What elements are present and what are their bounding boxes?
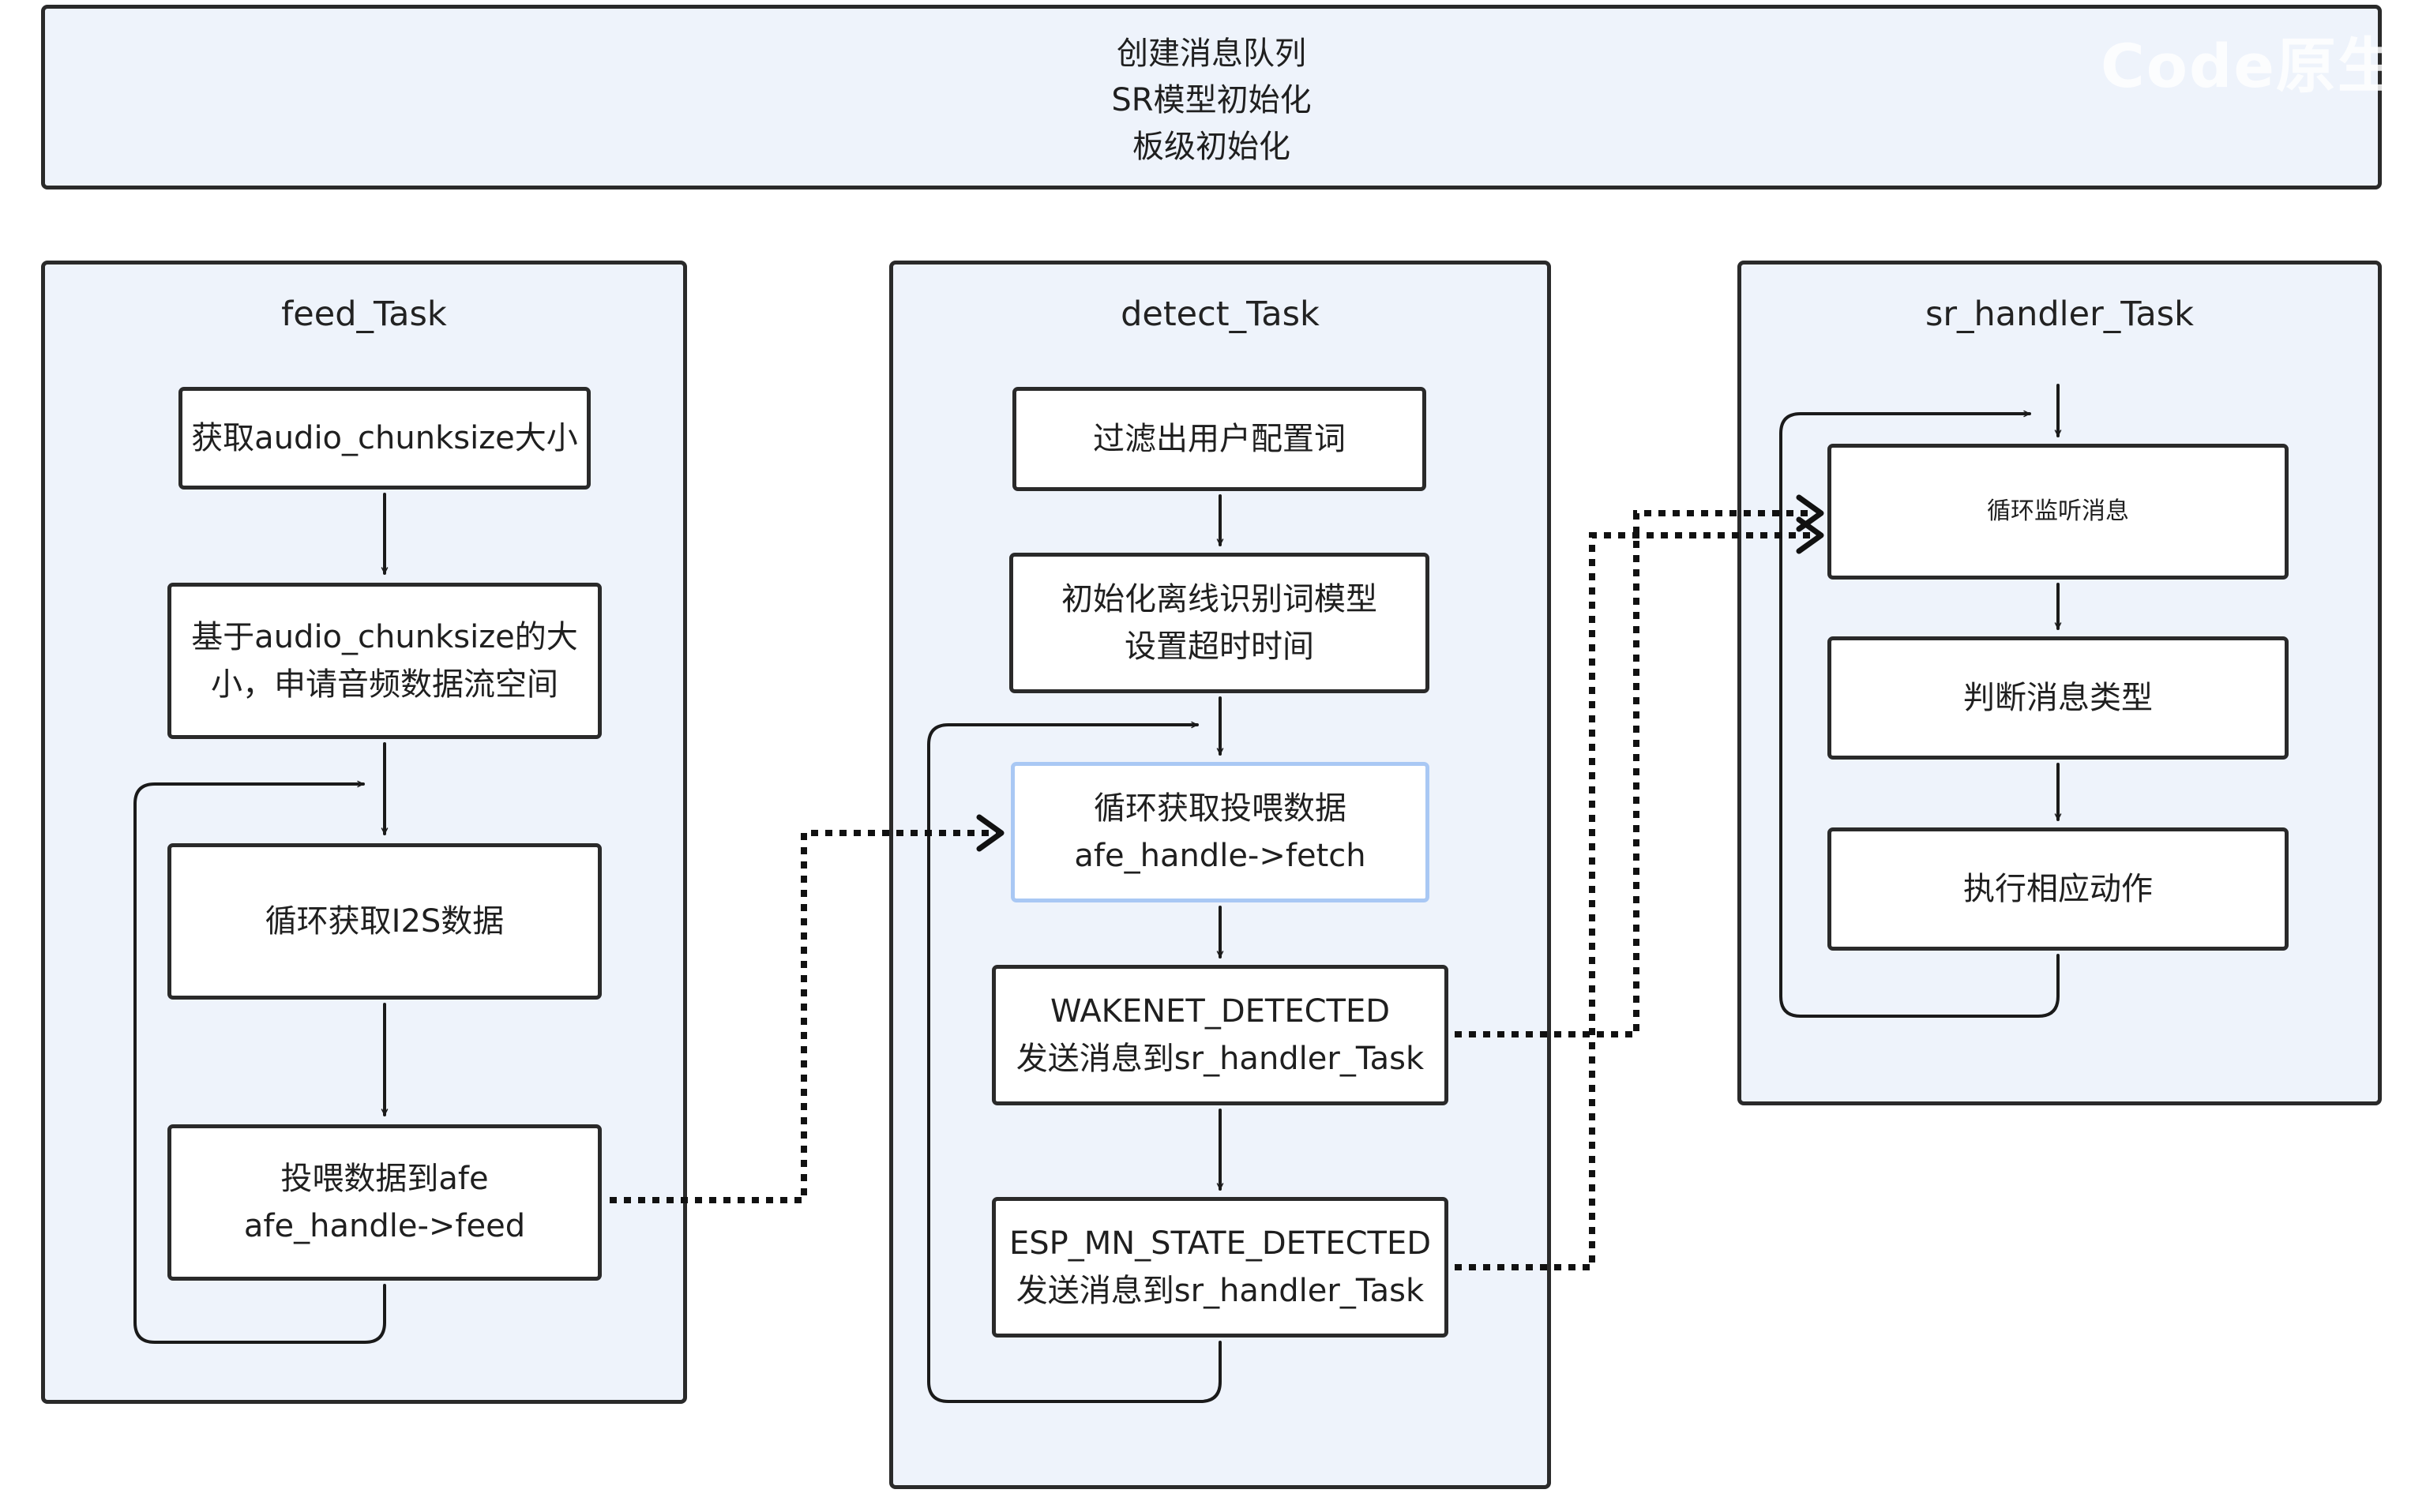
init-lines: 创建消息队列 SR模型初始化 板级初始化 — [45, 31, 2378, 171]
detect-step-1-line-1: 过滤出用户配置词 — [1093, 421, 1346, 457]
detect-step-5-line-1: ESP_MN_STATE_DETECTED — [1008, 1225, 1432, 1262]
sr-step-1-line-1: 循环监听消息 — [1987, 497, 2129, 525]
detect-step-init-model: 初始化离线识别词模型 设置超时时间 — [1009, 553, 1429, 693]
detect-step-3-line-1: 循环获取投喂数据 — [1094, 790, 1346, 827]
detect-loop-back — [927, 725, 1222, 1403]
sr-step-listen-loop: 循环监听消息 — [1827, 444, 2289, 580]
feed-step-4-line-2: afe_handle->feed — [243, 1208, 526, 1244]
detect-step-wakenet: WAKENET_DETECTED 发送消息到sr_handler_Task — [992, 965, 1448, 1105]
sr-loop-back — [1779, 414, 2060, 1018]
detect-step-mn-state: ESP_MN_STATE_DETECTED 发送消息到sr_handler_Ta… — [992, 1197, 1448, 1338]
sr-step-3-line-1: 执行相应动作 — [1963, 871, 2153, 907]
sr-handler-task-title: sr_handler_Task — [1925, 295, 2195, 334]
flow-mn-state-arrowhead — [1796, 516, 1824, 554]
feed-step-4-line-1: 投喂数据到afe — [280, 1161, 489, 1197]
feed-step-loop-i2s: 循环获取I2S数据 — [167, 843, 602, 1000]
flow-mn-state-to-handler — [1455, 532, 1813, 1270]
sr-step-judge-type: 判断消息类型 — [1827, 636, 2289, 760]
flow-wakenet-to-handler — [1455, 510, 1813, 1037]
detect-step-4-line-2: 发送消息到sr_handler_Task — [1016, 1041, 1425, 1077]
detect-step-5-line-2: 发送消息到sr_handler_Task — [1016, 1273, 1425, 1309]
detect-step-2-line-1: 初始化离线识别词模型 — [1061, 581, 1377, 617]
init-line-board: 板级初始化 — [1132, 129, 1290, 165]
init-line-sr-model: SR模型初始化 — [1111, 82, 1312, 118]
feed-loop-back — [133, 784, 386, 1344]
detect-step-4-line-1: WAKENET_DETECTED — [1050, 993, 1391, 1030]
flow-feed-to-fetch — [610, 830, 997, 1203]
init-panel: 创建消息队列 SR模型初始化 板级初始化 — [41, 5, 2382, 189]
flow-feed-to-fetch-arrowhead — [976, 814, 1005, 852]
detect-step-3-line-2: afe_handle->fetch — [1074, 838, 1366, 874]
detect-task-title: detect_Task — [1121, 295, 1320, 334]
feed-step-2-line-2: 小，申请音频数据流空间 — [211, 666, 558, 703]
feed-step-feed-afe: 投喂数据到afe afe_handle->feed — [167, 1124, 602, 1281]
feed-step-2-line-1: 基于audio_chunksize的大 — [191, 619, 578, 655]
sr-step-execute: 执行相应动作 — [1827, 827, 2289, 951]
watermark: Code原生 — [2101, 31, 2399, 101]
init-line-queue: 创建消息队列 — [1117, 36, 1306, 72]
detect-step-filter-words: 过滤出用户配置词 — [1012, 387, 1426, 491]
feed-step-alloc-stream: 基于audio_chunksize的大 小，申请音频数据流空间 — [167, 583, 602, 739]
feed-step-get-chunksize: 获取audio_chunksize大小 — [178, 387, 591, 490]
detect-step-loop-fetch: 循环获取投喂数据 afe_handle->fetch — [1011, 762, 1429, 902]
feed-step-1-line-1: 获取audio_chunksize大小 — [191, 420, 578, 456]
sr-step-2-line-1: 判断消息类型 — [1963, 680, 2153, 716]
feed-step-3-line-1: 循环获取I2S数据 — [265, 903, 505, 940]
detect-step-2-line-2: 设置超时时间 — [1125, 628, 1314, 665]
feed-task-title: feed_Task — [281, 295, 447, 334]
